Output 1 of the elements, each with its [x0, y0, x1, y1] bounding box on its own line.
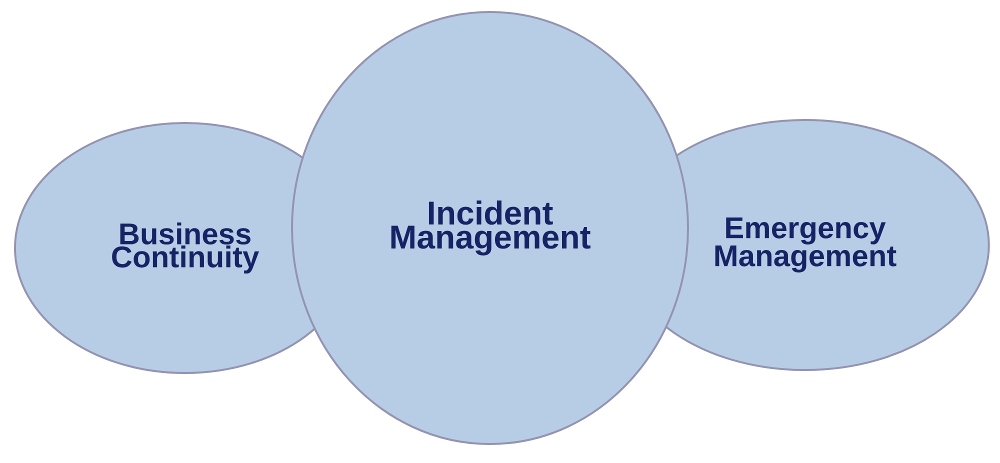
node-label: Emergency Management: [715, 218, 896, 272]
